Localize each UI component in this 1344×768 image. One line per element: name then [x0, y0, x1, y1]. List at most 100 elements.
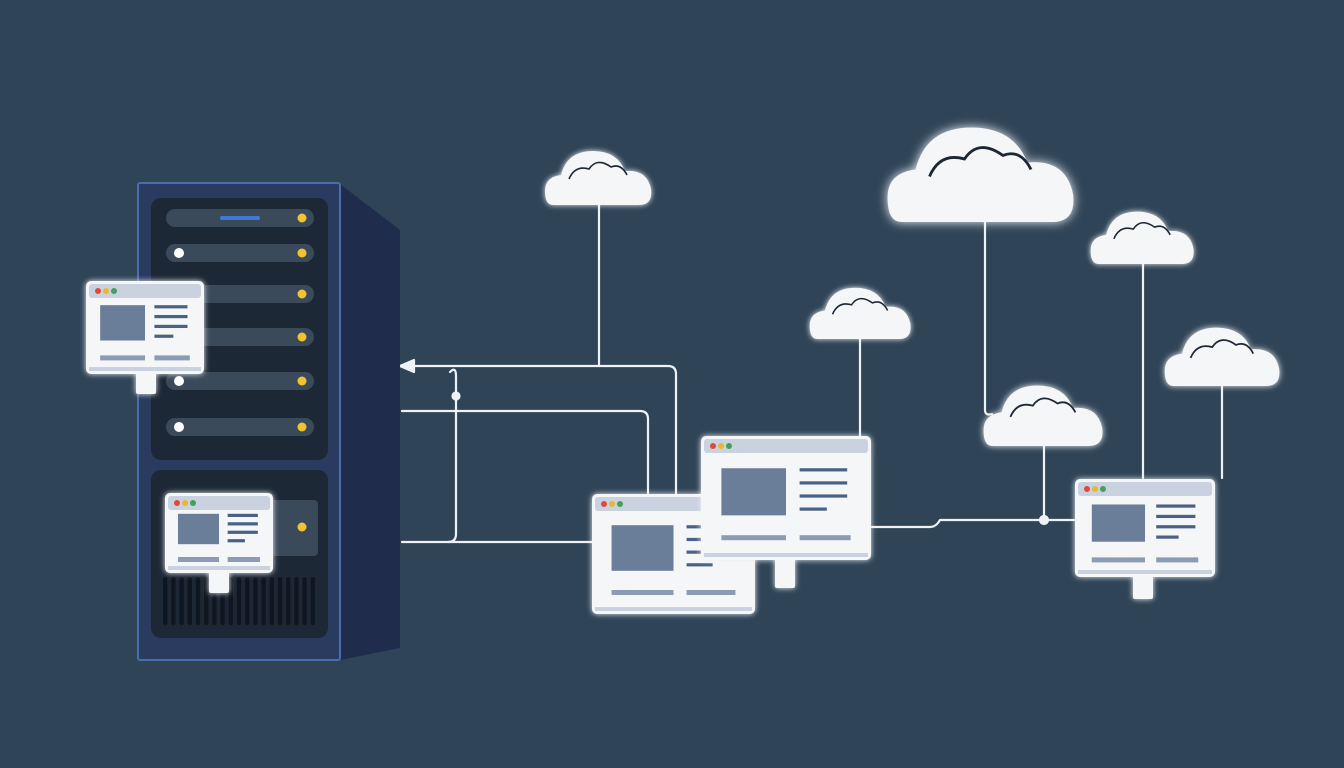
- browser-windows: [86, 281, 1215, 614]
- cloud-shape: [983, 385, 1103, 446]
- link-server-to-center: [400, 364, 678, 496]
- lower-drive-bay: [270, 500, 318, 556]
- cloud-outline: [568, 161, 628, 180]
- power-led: [174, 422, 184, 432]
- status-led: [297, 376, 307, 386]
- window-stand: [1133, 575, 1153, 599]
- window-titlebar: [704, 439, 868, 453]
- browser-window-icon: [165, 493, 273, 593]
- status-led: [297, 213, 307, 223]
- cloud-outline: [1189, 339, 1255, 359]
- vent-slit: [195, 577, 201, 625]
- vent-slit: [277, 577, 283, 625]
- cloud-icon: [809, 287, 911, 339]
- link-center-to-right: [870, 518, 1076, 529]
- text-line: [154, 314, 188, 319]
- vent-slit: [236, 577, 242, 625]
- image-placeholder: [721, 468, 786, 516]
- image-placeholder: [1091, 504, 1145, 542]
- drive-slot: [166, 418, 314, 436]
- cloud-shape: [1164, 327, 1280, 386]
- cloud-icon: [1164, 327, 1280, 386]
- window-control-dot: [182, 500, 188, 506]
- window-bottom-bar: [168, 566, 270, 570]
- text-line: [799, 481, 848, 485]
- footer-line: [227, 557, 261, 562]
- status-led: [297, 248, 307, 258]
- drive-slot-bar: [166, 244, 314, 262]
- text-line: [227, 539, 245, 543]
- cloud-icon: [1090, 211, 1194, 264]
- text-line: [227, 522, 258, 526]
- window-control-dot: [1092, 486, 1098, 492]
- window-control-dot: [174, 500, 180, 506]
- junction-dot-right: [1038, 514, 1050, 526]
- cloud-shape: [1090, 211, 1194, 264]
- cloud-outline: [1113, 221, 1171, 240]
- text-line: [686, 563, 713, 567]
- text-line: [227, 530, 258, 534]
- window-bottom-bar: [704, 553, 868, 557]
- drive-slots: [166, 209, 314, 436]
- vent-slit: [261, 577, 266, 625]
- vent-slit: [187, 577, 192, 625]
- server-vents: [163, 500, 318, 625]
- text-line: [1156, 525, 1196, 529]
- window-control-dot: [710, 443, 716, 449]
- activity-bar: [220, 216, 260, 220]
- footer-line: [721, 535, 786, 541]
- drive-slot-bar: [166, 372, 314, 390]
- vent-slit: [163, 577, 168, 625]
- vent-slit: [228, 577, 233, 625]
- drive-slot-bar: [166, 418, 314, 436]
- window-control-dot: [609, 501, 615, 507]
- cloud-shape: [809, 287, 911, 339]
- vent-slit: [179, 577, 184, 625]
- window-stand: [136, 372, 156, 394]
- status-led: [297, 289, 307, 299]
- image-placeholder: [177, 513, 219, 545]
- footer-line: [611, 590, 674, 595]
- image-placeholder: [611, 525, 674, 571]
- footer-line: [799, 535, 851, 541]
- browser-window-icon: [1075, 479, 1215, 599]
- vent-slit: [294, 577, 299, 625]
- window-titlebar: [89, 284, 201, 298]
- window-control-dot: [1100, 486, 1106, 492]
- vent-slit: [253, 577, 258, 625]
- window-stand: [775, 558, 795, 588]
- junction-dot-left: [451, 391, 461, 401]
- vent-slit: [310, 577, 315, 625]
- drive-slot: [166, 372, 314, 390]
- window-titlebar: [168, 496, 270, 510]
- vent-slit: [302, 577, 307, 625]
- vent-slit: [204, 577, 209, 625]
- text-line: [227, 513, 258, 517]
- window-bottom-bar: [595, 607, 752, 611]
- server-side-panel: [340, 184, 400, 660]
- window-control-dot: [111, 288, 117, 294]
- drive-slot: [166, 244, 314, 262]
- vent-slit: [269, 577, 274, 625]
- cloud-icon: [887, 127, 1074, 222]
- cloud-outline: [1009, 397, 1077, 418]
- footer-line: [177, 557, 219, 562]
- window-control-dot: [1084, 486, 1090, 492]
- browser-window-icon: [701, 436, 871, 588]
- cloud-outline: [831, 297, 889, 315]
- server-rack-icon: [137, 182, 400, 661]
- status-led: [297, 422, 307, 432]
- text-line: [799, 468, 848, 472]
- text-line: [154, 334, 174, 338]
- text-line: [154, 305, 188, 309]
- power-led: [174, 376, 184, 386]
- drive-slot: [166, 209, 314, 227]
- window-stand: [209, 571, 229, 593]
- status-led: [297, 332, 307, 342]
- link-cloud2-drop: [983, 220, 994, 416]
- vent-slit: [245, 577, 250, 625]
- footer-line: [1091, 557, 1145, 563]
- clouds: [545, 127, 1280, 446]
- window-control-dot: [95, 288, 101, 294]
